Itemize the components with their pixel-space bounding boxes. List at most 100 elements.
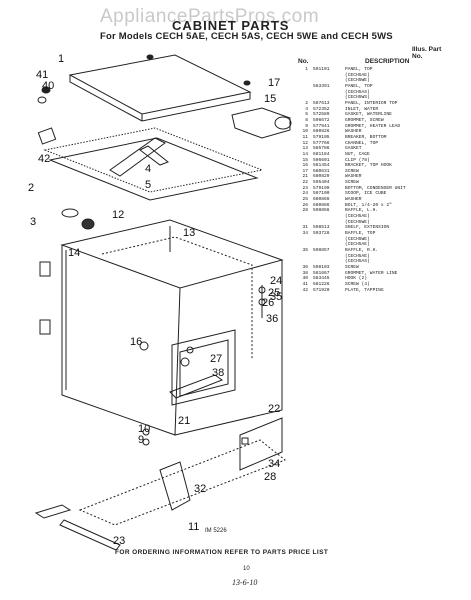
part-illus-no: 4 — [305, 106, 308, 112]
parts-row: (CECH5AE) — [295, 73, 465, 79]
part-description: BRACKET, TOP HOOK — [345, 163, 392, 169]
part-illus-no: 34 — [302, 231, 308, 237]
footer-note: FOR ORDERING INFORMATION REFER TO PARTS … — [115, 549, 329, 556]
handwritten-note: 13-6-10 — [232, 578, 258, 587]
callout-label: 36 — [266, 313, 278, 325]
part-illus-no: 1 — [305, 67, 308, 72]
callout-label: 41 — [36, 69, 48, 81]
part-description: BAFFLE, TOP — [345, 231, 376, 237]
part-number: 680866 — [313, 197, 330, 203]
part-number: 577941 — [313, 123, 330, 129]
hook-left — [41, 86, 51, 94]
callout-label: 3 — [30, 216, 36, 228]
part-illus-no: 31 — [302, 225, 308, 231]
part-number: 598513 — [313, 225, 330, 231]
parts-row: 31 598513 SHELF, EXTENSION — [295, 225, 465, 231]
part-illus-no: 16 — [302, 163, 308, 169]
part-description: (CECH5AE) — [345, 72, 370, 78]
part-description: PLATE, TAPPING — [345, 287, 384, 293]
part-description: (CECH5WE) — [345, 219, 370, 225]
parts-row: (CECH5AS) — [295, 259, 465, 265]
part-description: SCOOP, ICE CUBE — [345, 191, 387, 197]
part-description: GROMMET, HEATER LEAD — [345, 123, 401, 129]
part-illus-no: 8 — [305, 117, 308, 123]
callout-label: 38 — [212, 367, 224, 379]
page-subtitle: For Models CECH 5AE, CECH 5AS, CECH 5WE … — [100, 31, 393, 42]
part-number: 567100 — [313, 191, 330, 197]
part-description: CLIP (78) — [345, 157, 370, 163]
header-description: DESCRIPTION — [365, 58, 410, 65]
top-panel — [68, 54, 252, 115]
part-description: WASHER — [345, 129, 362, 135]
page-number: 10 — [243, 566, 250, 572]
part-illus-no: 22 — [302, 180, 308, 186]
part-description: PANEL, TOP — [345, 67, 373, 72]
cabinet-body — [60, 219, 284, 289]
callout-label: 28 — [264, 471, 276, 483]
callout-label: 11 — [188, 521, 199, 533]
part-number: 579105 — [313, 134, 330, 140]
water-inlet — [61, 208, 79, 218]
callout-label: 32 — [194, 483, 206, 495]
part-illus-no: 25 — [302, 197, 308, 203]
part-illus-no: 15 — [302, 157, 308, 163]
part-number: 596601 — [313, 157, 330, 163]
part-number: 572589 — [313, 112, 330, 118]
part-description: SHELF, EXTENSION — [345, 225, 390, 231]
part-number: 579199 — [313, 185, 330, 191]
part-illus-no: 12 — [302, 140, 308, 146]
part-number: 680886 — [313, 202, 330, 208]
parts-row: (CECH5WE) — [295, 237, 465, 243]
part-illus-no: 42 — [302, 287, 308, 293]
part-illus-no: 17 — [302, 168, 308, 174]
part-illus-no: 26 — [302, 202, 308, 208]
callout-label: 13 — [183, 227, 195, 239]
part-description: SCREW — [345, 264, 359, 270]
part-number: 680829 — [313, 174, 330, 180]
part-illus-no: 2 — [305, 100, 308, 106]
part-description: BOTTOM, CONDENSER UNIT — [345, 185, 406, 191]
image-number: IM 5226 — [205, 528, 227, 534]
part-description: (CECH5WS) — [345, 95, 370, 101]
part-description: (CECH5AS) — [345, 89, 370, 95]
callout-label: 17 — [268, 77, 280, 89]
part-number: 681226 — [313, 281, 330, 287]
part-number: 598857 — [313, 248, 330, 253]
parts-row: 15 596601 CLIP (78) — [295, 158, 465, 164]
part-illus-no: 13 — [302, 146, 308, 152]
part-description: (CECH5WE) — [345, 236, 370, 242]
callout-label: 15 — [264, 93, 276, 105]
part-number: 596672 — [313, 117, 330, 123]
parts-row: (CECH5WS) — [295, 95, 465, 101]
part-number: 572352 — [313, 106, 330, 112]
part-description: (CECH5AE) — [345, 214, 370, 220]
part-description: HOOK (2) — [345, 276, 368, 282]
part-number: 577766 — [313, 140, 330, 146]
callout-label: 35 — [270, 291, 282, 303]
part-illus-no: 5 — [305, 112, 308, 118]
part-illus-no: 41 — [302, 281, 308, 287]
part-number: 561667 — [313, 270, 330, 276]
tapping-plate — [37, 127, 57, 145]
callout-label: 12 — [112, 209, 124, 221]
part-number: 585786 — [313, 146, 330, 152]
part-description: WASHER — [345, 197, 362, 203]
part-illus-no: 38 — [302, 270, 308, 276]
callout-label: 10 — [138, 423, 150, 435]
watermark: AppliancePartsPros.com — [100, 6, 320, 27]
callout-label: 22 — [268, 403, 280, 415]
